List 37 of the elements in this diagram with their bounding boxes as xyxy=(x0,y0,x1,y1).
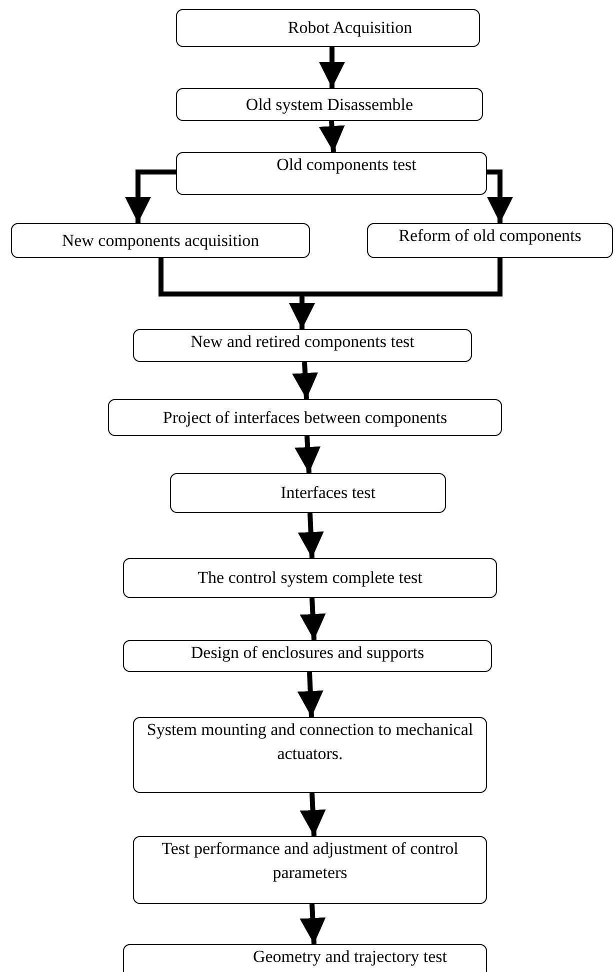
step-label: Geometry and trajectory test xyxy=(252,946,447,968)
step-label: Robot Acquisition xyxy=(288,17,412,40)
process-box xyxy=(133,717,487,793)
process-box xyxy=(176,9,480,47)
process-box xyxy=(176,152,487,195)
arrow xyxy=(300,904,326,944)
step-label: System mounting and connection to mechanical actuators. xyxy=(146,719,474,765)
process-box xyxy=(133,836,487,904)
arrow xyxy=(297,672,324,718)
arrow xyxy=(298,512,324,558)
arrow xyxy=(294,436,321,474)
arrow xyxy=(319,47,345,88)
process-box xyxy=(176,88,483,121)
step-label: Interfaces test xyxy=(280,482,376,504)
step-label: The control system complete test xyxy=(198,567,422,590)
step-label: Old system Disassemble xyxy=(246,94,414,116)
step-label: New components acquisition xyxy=(62,230,260,252)
arrow xyxy=(300,792,326,836)
process-box xyxy=(123,944,487,972)
process-box xyxy=(123,640,492,672)
arrow xyxy=(292,362,318,400)
arrow xyxy=(125,170,176,223)
process-box xyxy=(133,329,472,362)
arrow xyxy=(487,170,513,223)
process-box xyxy=(123,558,497,598)
arrow xyxy=(300,598,326,640)
process-box xyxy=(108,399,502,436)
step-label: Test performance and adjustment of control parameters xyxy=(160,838,460,884)
process-box xyxy=(170,473,446,513)
step-label: Old components test xyxy=(276,154,416,176)
arrow xyxy=(318,120,345,152)
step-label: Project of interfaces between components xyxy=(162,406,448,429)
step-label: New and retired components test xyxy=(190,331,414,353)
process-box xyxy=(11,223,310,258)
process-box xyxy=(367,223,613,258)
step-label: Reform of old components xyxy=(398,225,582,247)
step-label: Design of enclosures and supports xyxy=(190,642,424,664)
